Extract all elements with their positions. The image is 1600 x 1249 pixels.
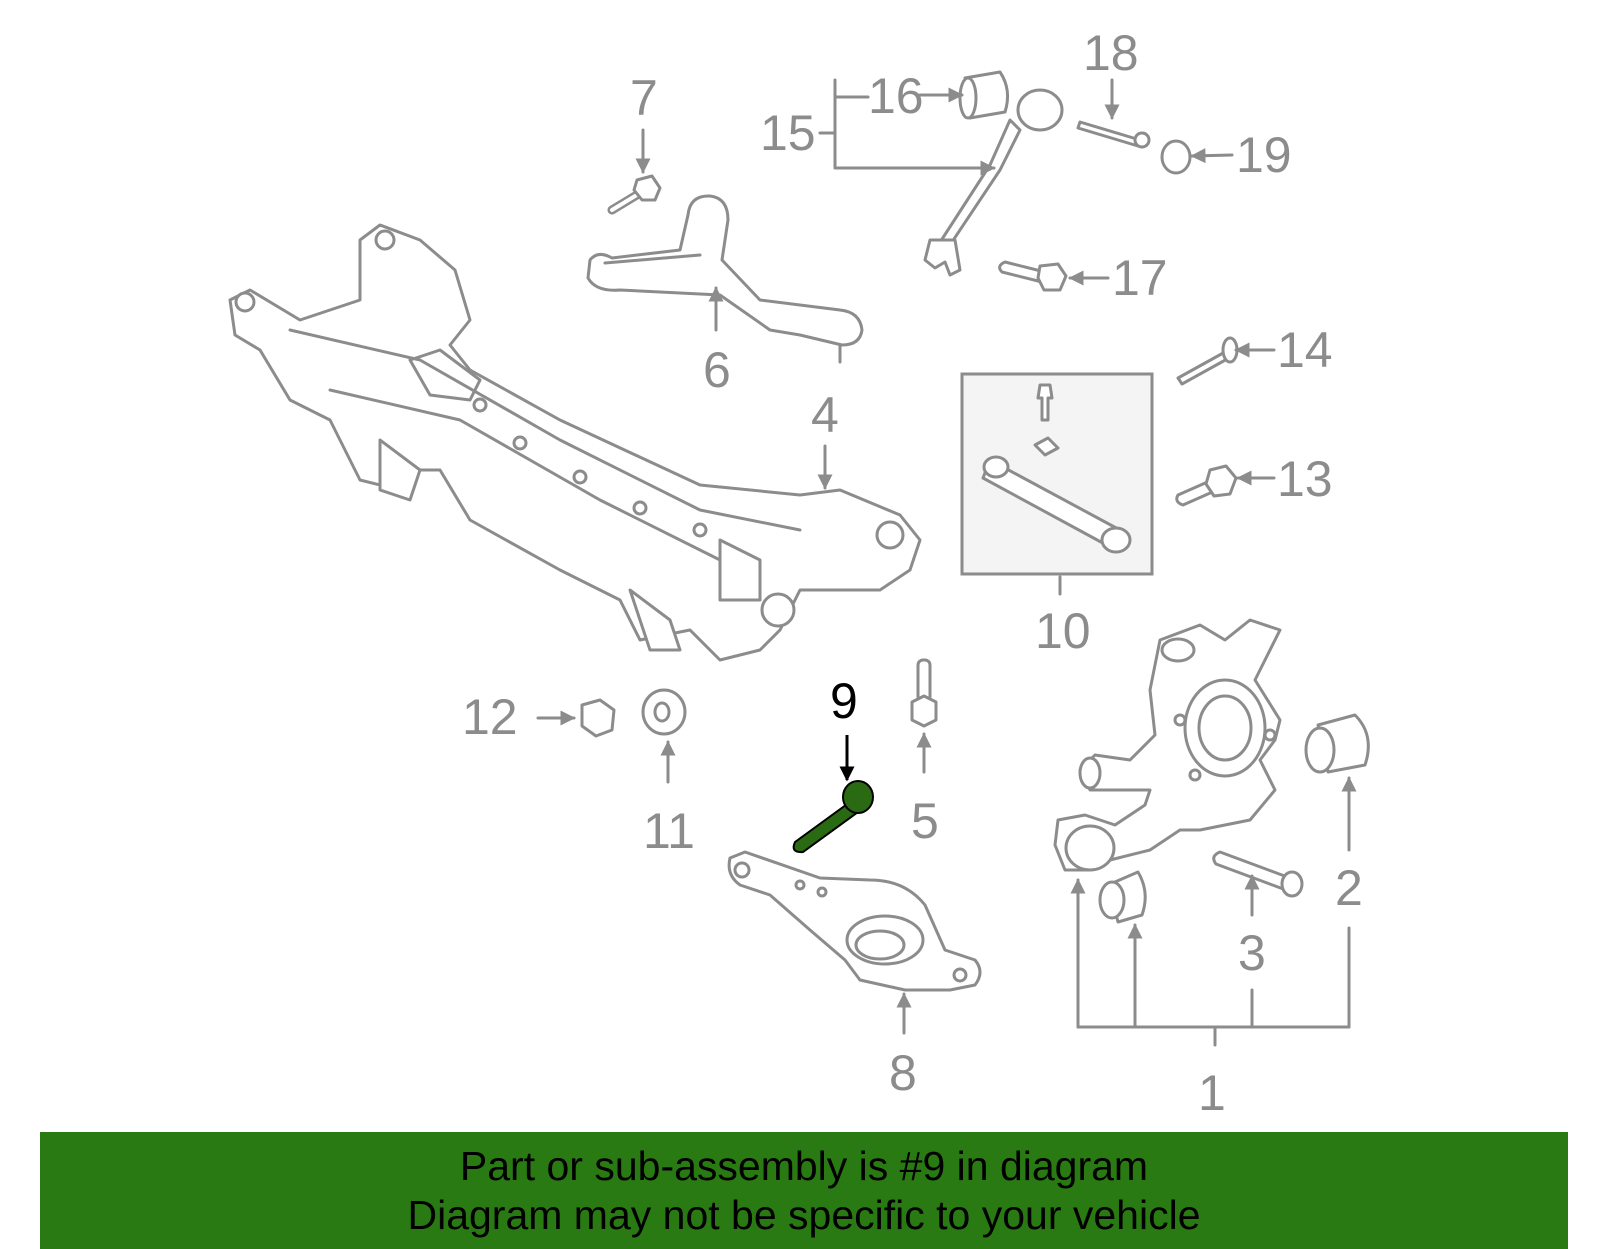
callout-10: 10 [1035,603,1091,659]
washer-11-part [641,688,687,736]
callout-16: 16 [868,68,924,124]
bushing-2-part [1304,713,1370,774]
pin-3-part [1212,850,1304,898]
stud-5-part [910,658,938,728]
nut-12-part [580,698,616,738]
bolt-17-part [998,260,1068,292]
callout-8: 8 [889,1045,917,1101]
callout-7: 7 [630,70,658,126]
callout-3: 3 [1238,925,1266,981]
bolt-14-part [1176,336,1239,386]
callouts: 7 16 15 18 19 17 6 14 4 13 10 12 9 11 5 … [462,25,1363,1121]
callout-5: 5 [911,793,939,849]
bolt-13-part [1175,464,1238,507]
bushing-16-part [958,70,1010,120]
lateral-link-part [923,88,1064,277]
banner-line-1: Part or sub-assembly is #9 in diagram [459,1142,1149,1189]
bolt-7-part [607,174,662,215]
bolt-18-part [1076,120,1151,149]
callout-2: 2 [1335,860,1363,916]
callout-19: 19 [1236,127,1292,183]
nut-19-part [1160,139,1192,175]
callout-11: 11 [643,803,695,859]
callout-9: 9 [830,673,858,729]
callout-17: 17 [1112,250,1168,306]
banner-line-2: Diagram may not be specific to your vehi… [407,1191,1201,1238]
callout-12: 12 [462,689,518,745]
parts-diagram: 7 16 15 18 19 17 6 14 4 13 10 12 9 11 5 … [228,25,1370,1121]
knuckle-part [1053,618,1282,872]
knuckle-bushing-part [1098,870,1147,924]
callout-4: 4 [811,387,839,443]
callout-1: 1 [1198,1065,1226,1121]
subframe-part [228,223,922,662]
callout-18: 18 [1083,25,1139,81]
callout-14: 14 [1277,322,1333,378]
lower-arm-part [727,850,982,992]
callout-6: 6 [703,342,731,398]
bolt-9-highlighted[interactable] [792,780,874,854]
leader-lines [536,78,1357,1047]
upper-arm-part [586,194,864,364]
info-banner: Part or sub-assembly is #9 in diagram Di… [40,1132,1568,1249]
callout-15: 15 [760,105,816,161]
callout-13: 13 [1277,451,1333,507]
kit-10-box [960,372,1154,576]
